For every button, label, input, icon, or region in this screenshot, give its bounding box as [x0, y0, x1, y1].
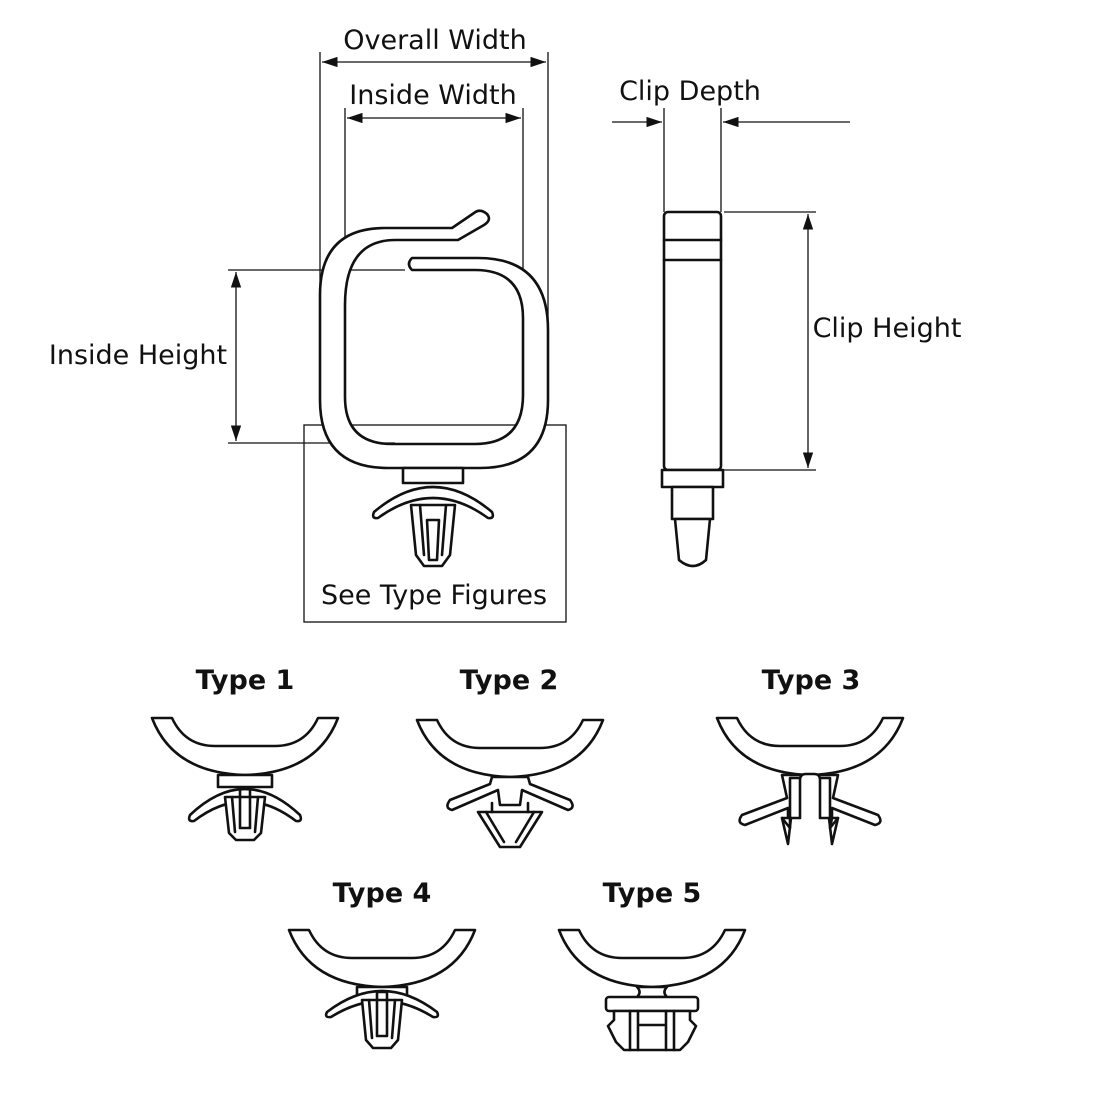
- type-5-title: Type 5: [603, 878, 702, 909]
- type-callout-box: [303, 424, 567, 623]
- clip-height-label: Clip Height: [813, 313, 962, 344]
- clip-depth-dimension: Clip Depth: [612, 76, 850, 212]
- inside-height-label: Inside Height: [49, 340, 227, 371]
- type-3-figure: [715, 716, 905, 846]
- clip-depth-label: Clip Depth: [619, 76, 761, 107]
- type-5-figure: [557, 928, 747, 1052]
- type-1-title: Type 1: [196, 665, 295, 696]
- type-2-figure: [415, 718, 605, 849]
- see-type-figures-label: See Type Figures: [321, 580, 547, 611]
- clip-height-dimension: Clip Height: [724, 211, 962, 471]
- overall-width-label: Overall Width: [343, 25, 527, 56]
- type-1-figure: [150, 716, 340, 842]
- inside-width-label: Inside Width: [349, 80, 516, 111]
- inside-height-dimension: Inside Height: [49, 269, 405, 444]
- clip-side-view: [660, 210, 725, 568]
- overall-width-dimension: Overall Width: [319, 25, 549, 330]
- type-4-title: Type 4: [333, 878, 432, 909]
- ring-clip-front-view: [318, 209, 550, 568]
- inside-width-dimension: Inside Width: [344, 80, 524, 320]
- type-3-title: Type 3: [762, 665, 861, 696]
- type-2-title: Type 2: [460, 665, 559, 696]
- type-4-figure: [287, 928, 477, 1050]
